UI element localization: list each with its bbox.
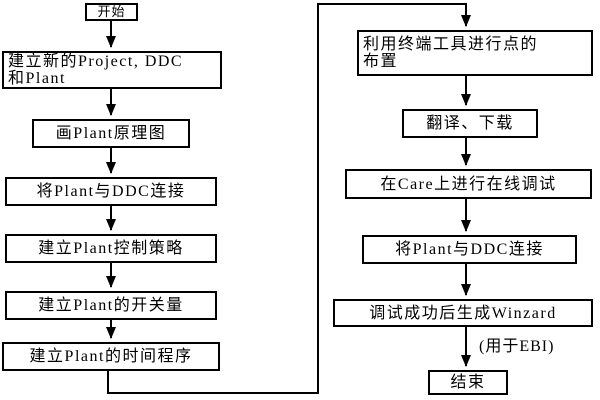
node-end: 结束 <box>428 370 508 395</box>
connector-left-to-right-column <box>107 3 471 394</box>
node-online-debug-in-care: 在Care上进行在线调试 <box>345 169 592 199</box>
node-translate-download: 翻译、下载 <box>402 109 538 138</box>
node-create-plant-time-program: 建立Plant的时间程序 <box>2 342 220 371</box>
node-draw-plant-schematic: 画Plant原理图 <box>32 119 190 148</box>
annotation-for-ebi: (用于EBI) <box>479 338 555 355</box>
node-create-plant-switch-values: 建立Plant的开关量 <box>5 291 217 320</box>
node-connect-plant-ddc-left: 将Plant与DDC连接 <box>5 177 217 206</box>
node-connect-plant-ddc-right: 将Plant与DDC连接 <box>362 235 577 264</box>
node-terminal-tool-point-layout: 利用终端工具进行点的 布置 <box>357 30 593 76</box>
node-create-project-ddc-plant: 建立新的Project, DDC 和Plant <box>2 51 222 89</box>
node-create-plant-control-strategy: 建立Plant控制策略 <box>5 234 217 263</box>
node-generate-winzard: 调试成功后生成Winzard <box>333 299 593 327</box>
node-start: 开始 <box>85 3 138 21</box>
